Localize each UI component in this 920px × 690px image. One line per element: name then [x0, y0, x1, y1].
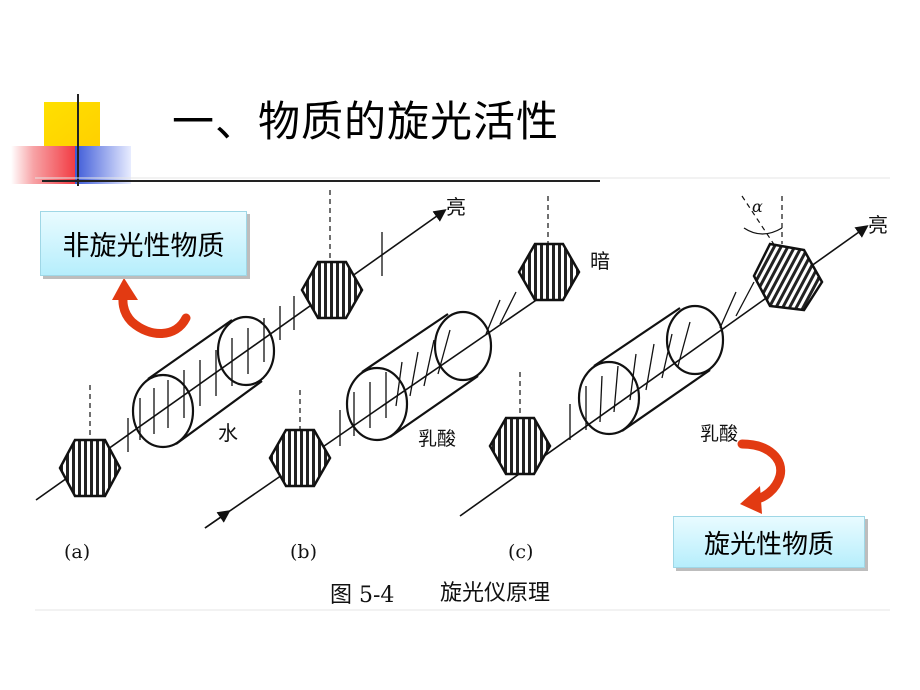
vibration-arrows-a [127, 296, 295, 452]
panel-a: 亮 水 (a) [35, 190, 466, 563]
red-curved-arrow-lower [737, 439, 786, 505]
tube-label-lactic-acid-b: 乳酸 [418, 428, 456, 450]
rotation-angle-label: α [752, 197, 763, 216]
sample-tube-b-end-back [433, 310, 493, 382]
panel-c: α 亮 乳酸 (c) [459, 195, 888, 563]
analyzer-a [300, 260, 364, 320]
vibration-arrows-c [569, 281, 755, 440]
tube-label-lactic-acid-c: 乳酸 [700, 423, 738, 445]
deco-yellow-square [44, 102, 100, 146]
polarizer-c [488, 416, 552, 476]
sample-tube-c-end-front [577, 360, 641, 436]
analyzer-c [752, 242, 824, 312]
light-label-dark-b: 暗 [590, 249, 610, 273]
light-beam-b-arrowhead [204, 510, 231, 529]
red-curved-arrow-upper-head [112, 278, 138, 300]
sample-tube-a-end-front [131, 373, 195, 449]
panel-label-a: (a) [64, 541, 90, 563]
page-title: 一、物质的旋光活性 [172, 97, 560, 146]
tube-label-water: 水 [218, 421, 238, 445]
analyzer-axis-c-rotated [741, 195, 776, 247]
callout-optical-substance: 旋光性物质 [673, 516, 865, 568]
sample-tube-b-end-front [345, 366, 409, 442]
sample-tube-b-edge-top [361, 313, 449, 373]
red-curved-arrow-lower-head [740, 486, 762, 514]
panel-label-c: (c) [508, 541, 533, 563]
light-label-bright-a: 亮 [446, 195, 466, 219]
sample-tube-c-edge-top [593, 307, 681, 367]
callout-non-optical-substance: 非旋光性物质 [40, 211, 247, 276]
sample-tube-b-edge-bottom [389, 375, 479, 438]
red-curved-arrow-upper [118, 287, 191, 338]
light-beam-b [204, 291, 549, 529]
panel-label-b: (b) [290, 541, 317, 563]
vibration-arrows-b [339, 291, 517, 446]
rotation-angle-arc [743, 227, 783, 235]
figure-caption-number: 图 5-4 [330, 583, 394, 608]
polarizer-b [268, 428, 332, 488]
sample-tube-a-edge-bottom [175, 380, 263, 445]
polarizer-a [58, 438, 122, 498]
sample-tube-a-end-back [216, 315, 276, 387]
analyzer-b [517, 242, 581, 302]
sample-tube-c-edge-bottom [621, 369, 711, 432]
panel-b: 暗 乳酸 (b) [204, 196, 610, 563]
figure-caption-text: 旋光仪原理 [440, 581, 550, 606]
sample-tube-a-edge-top [147, 319, 233, 380]
light-label-bright-c: 亮 [868, 213, 888, 237]
sample-tube-c-end-back [665, 304, 725, 376]
